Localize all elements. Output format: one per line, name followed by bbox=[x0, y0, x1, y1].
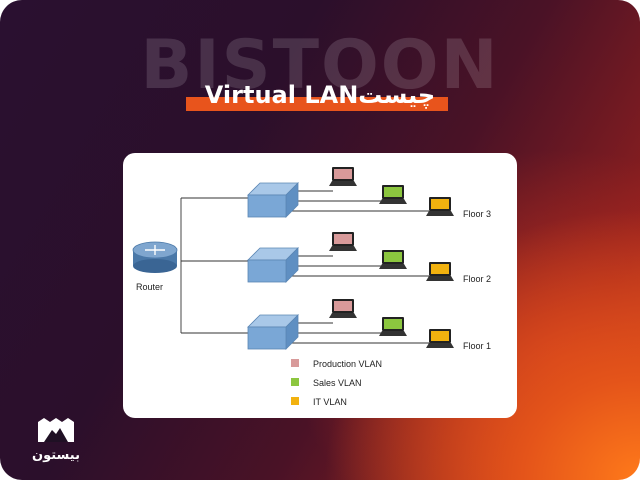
floor-label: Floor 2 bbox=[463, 274, 491, 284]
laptop-base bbox=[426, 276, 454, 281]
legend-label: Production VLAN bbox=[313, 359, 382, 369]
legend-label: IT VLAN bbox=[313, 397, 347, 407]
laptop-base bbox=[329, 181, 357, 186]
laptop-screen bbox=[334, 301, 352, 311]
logo-text: بیستون bbox=[32, 448, 80, 463]
laptop-base bbox=[329, 313, 357, 318]
background-brand-text: BISTOON bbox=[140, 26, 500, 105]
legend-label: Sales VLAN bbox=[313, 378, 362, 388]
title-underline-bar bbox=[186, 97, 448, 111]
laptop-base bbox=[426, 211, 454, 216]
laptop-screen bbox=[384, 319, 402, 329]
router-label: Router bbox=[136, 282, 163, 292]
floor-label: Floor 1 bbox=[463, 341, 491, 351]
laptop-base bbox=[379, 199, 407, 204]
legend-swatch bbox=[291, 397, 299, 405]
laptop-screen bbox=[334, 169, 352, 179]
laptop-base bbox=[329, 246, 357, 251]
brand-logo: بیستون bbox=[30, 418, 82, 463]
switch-icon bbox=[247, 194, 287, 218]
router-arrows bbox=[145, 245, 165, 255]
legend-swatch bbox=[291, 359, 299, 367]
laptop-screen bbox=[384, 187, 402, 197]
page-title: Virtual LANچیست bbox=[204, 81, 436, 109]
laptop-screen bbox=[431, 199, 449, 209]
router-bottom bbox=[133, 259, 177, 273]
laptop-base bbox=[379, 264, 407, 269]
laptop-screen bbox=[431, 331, 449, 341]
floor-label: Floor 3 bbox=[463, 209, 491, 219]
legend-swatch bbox=[291, 378, 299, 386]
mountain-icon bbox=[38, 418, 74, 442]
switch-icon bbox=[247, 259, 287, 283]
laptop-base bbox=[379, 331, 407, 336]
laptop-screen bbox=[431, 264, 449, 274]
laptop-screen bbox=[334, 234, 352, 244]
laptop-base bbox=[426, 343, 454, 348]
switch-icon bbox=[247, 326, 287, 350]
title-wrap: Virtual LANچیست bbox=[0, 80, 640, 110]
laptop-screen bbox=[384, 252, 402, 262]
